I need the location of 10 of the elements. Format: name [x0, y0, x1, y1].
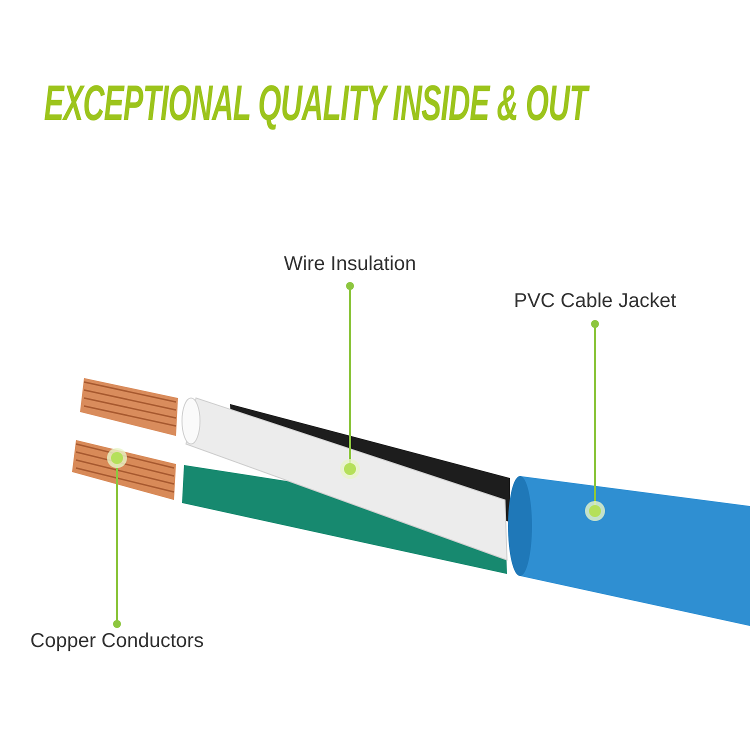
cable-jacket: [508, 476, 750, 626]
leader-line: [585, 320, 605, 521]
part-label: Wire Insulation: [284, 253, 416, 276]
copper-strands-drawing: [72, 378, 178, 500]
title: EXCEPTIONAL QUALITY INSIDE & OUT: [44, 78, 588, 128]
part-label: PVC Cable Jacket: [514, 290, 676, 313]
part-label: Copper Conductors: [30, 630, 204, 653]
leader-line: [107, 448, 127, 628]
insulated-wires-drawing: [182, 397, 510, 574]
leader-line: [340, 282, 360, 479]
